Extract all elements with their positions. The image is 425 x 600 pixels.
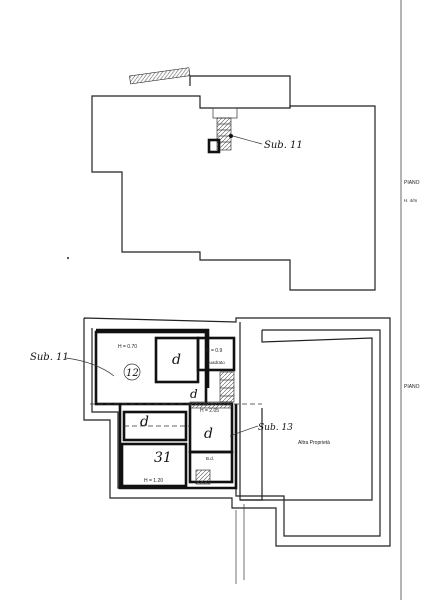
sub11-marker — [229, 134, 233, 138]
room-d1-mark: d — [172, 352, 181, 368]
room-d2-mark: d — [140, 414, 149, 430]
margin-label-top: PIANO — [404, 180, 420, 186]
lower-sub-label: Sub. 11 — [30, 352, 69, 363]
other-property-label: Altra Proprietà — [298, 440, 330, 446]
room-wc-height: H = 0.9 — [206, 348, 222, 354]
lower-plan: Sub. 11 H = 0.70 12 d H = 0.9 Quadrato d… — [30, 317, 391, 584]
upper-stair — [207, 107, 238, 154]
upper-plan: Sub. 11 — [67, 67, 376, 291]
room-hatch-height: H = 2.05 — [200, 408, 219, 414]
corridor-mark: d — [190, 387, 198, 401]
room-31-height: H = 1.20 — [144, 478, 163, 484]
margin-label-top-sub: H. 4/m — [404, 198, 418, 203]
room-12-mark: 12 — [126, 368, 139, 379]
room-wc-label: Quadrato — [206, 360, 225, 365]
room-12-height: H = 0.70 — [118, 344, 137, 350]
right-margin-labels: PIANO H. 4/m PIANO — [404, 180, 420, 390]
room-31-mark: 31 — [154, 450, 172, 466]
upper-sub-label: Sub. 11 — [264, 140, 303, 151]
sub13-label: Sub. 13 — [258, 423, 293, 433]
small-label: B.d. — [206, 456, 214, 461]
margin-label-bottom: PIANO — [404, 384, 420, 390]
room-d3-mark: d — [204, 426, 213, 442]
